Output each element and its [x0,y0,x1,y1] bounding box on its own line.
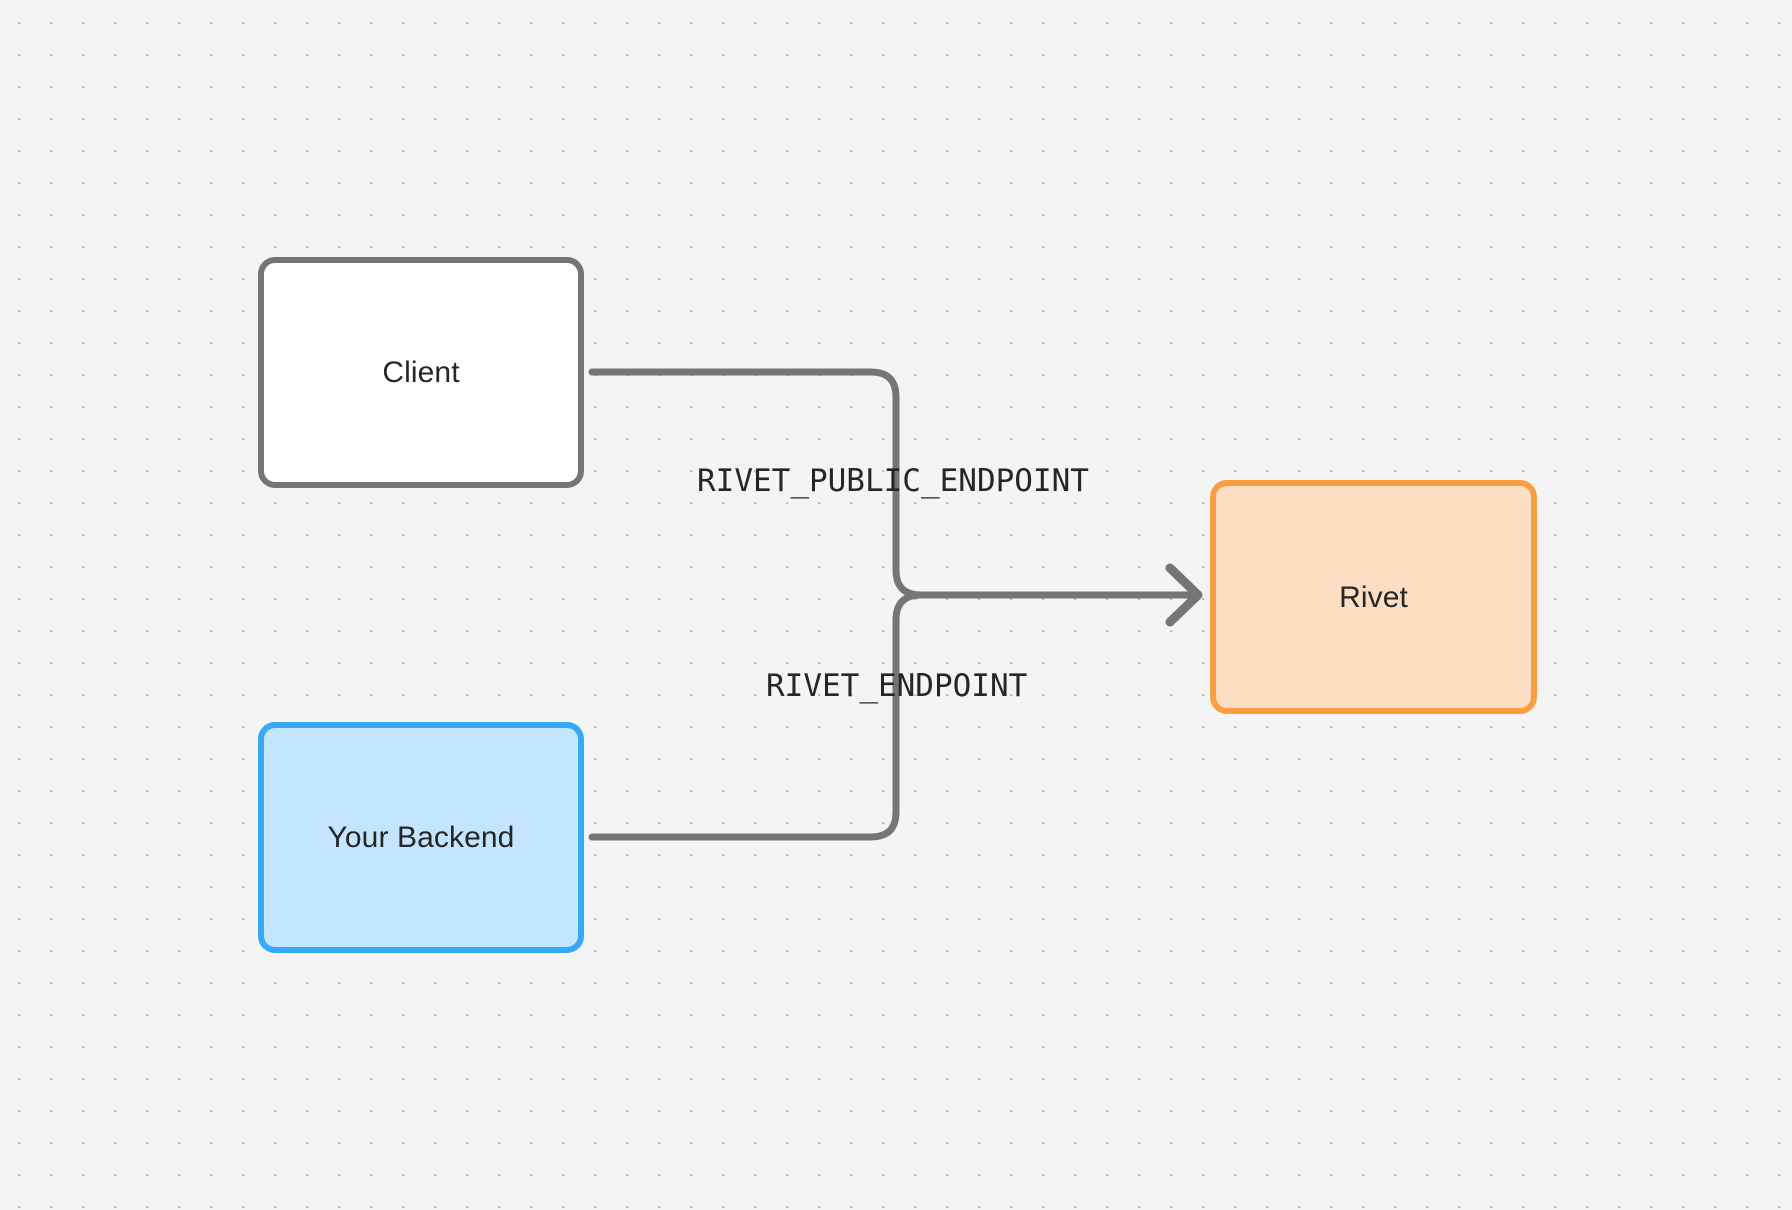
node-rivet-label: Rivet [1339,580,1408,614]
node-your-backend[interactable]: Your Backend [258,722,584,953]
node-your-backend-label: Your Backend [327,821,515,854]
edge-label-rivet-public-endpoint: RIVET_PUBLIC_ENDPOINT [697,463,1089,499]
node-client[interactable]: Client [258,257,584,488]
arrow-head-icon [1165,563,1203,627]
node-client-label: Client [382,356,460,389]
edge-path-backend-to-rivet [588,591,1192,841]
node-rivet[interactable]: Rivet [1210,480,1537,714]
edge-label-rivet-endpoint: RIVET_ENDPOINT [766,668,1028,704]
